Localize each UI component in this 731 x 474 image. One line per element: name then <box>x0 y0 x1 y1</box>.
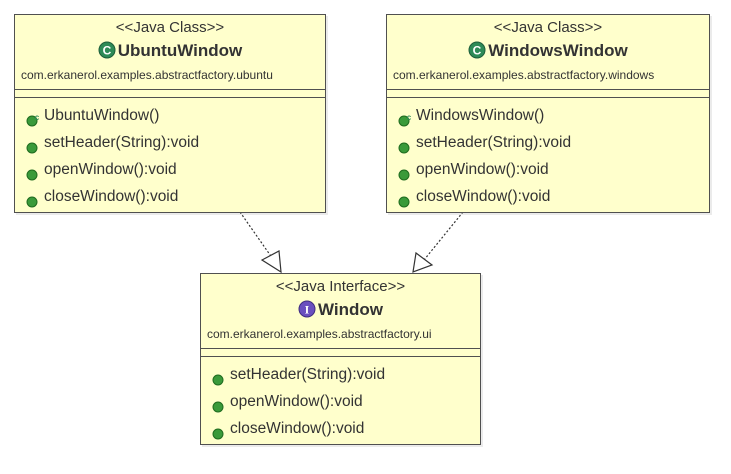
public-method-icon <box>212 368 226 395</box>
method-list: setHeader(String):void openWindow():void… <box>201 357 480 442</box>
method-label: openWindow():void <box>416 161 549 178</box>
dotted-line <box>239 211 276 263</box>
class-box-ubuntuwindow[interactable]: <<Java Class>> C UbuntuWindow com.erkane… <box>14 14 326 213</box>
stereotype-label: <<Java Interface>> <box>275 278 406 295</box>
constructor-icon: c <box>26 109 40 136</box>
interface-box-window[interactable]: <<Java Interface>> I Window com.erkanero… <box>200 273 481 445</box>
method-label: WindowsWindow() <box>416 107 545 124</box>
svg-text:C: C <box>473 44 482 58</box>
class-icon: C <box>98 41 116 64</box>
method-label: openWindow():void <box>44 161 177 178</box>
public-method-icon <box>398 163 412 190</box>
svg-text:c: c <box>35 113 40 122</box>
public-method-icon <box>398 136 412 163</box>
class-name-row: C UbuntuWindow <box>15 41 325 64</box>
realization-arrowhead <box>260 250 282 274</box>
method-label: closeWindow():void <box>416 188 551 205</box>
class-name: UbuntuWindow <box>117 41 243 60</box>
method-label: setHeader(String):void <box>44 134 200 151</box>
interface-icon: I <box>298 300 316 323</box>
class-name-row: C WindowsWindow <box>387 41 709 64</box>
svg-text:I: I <box>305 303 310 317</box>
method-item[interactable]: openWindow():void <box>15 156 325 183</box>
class-header: <<Java Class>> C WindowsWindow com.erkan… <box>387 15 709 90</box>
method-item[interactable]: closeWindow():void <box>201 415 480 442</box>
svg-text:C: C <box>102 44 111 58</box>
class-header: <<Java Class>> C UbuntuWindow com.erkane… <box>15 15 325 90</box>
interface-header: <<Java Interface>> I Window com.erkanero… <box>201 274 480 349</box>
method-label: openWindow():void <box>230 393 363 410</box>
stereotype-label: <<Java Class>> <box>493 19 603 36</box>
class-icon: C <box>468 41 486 64</box>
method-item[interactable]: openWindow():void <box>201 388 480 415</box>
method-item[interactable]: closeWindow():void <box>387 183 709 210</box>
realization-windows-to-window <box>412 211 464 273</box>
attributes-section <box>201 349 480 357</box>
constructor-icon: c <box>398 109 412 136</box>
method-list: c UbuntuWindow() setHeader(String):void … <box>15 98 325 210</box>
method-label: setHeader(String):void <box>230 366 386 383</box>
public-method-icon <box>212 422 226 449</box>
package-name: com.erkanerol.examples.abstractfactory.u… <box>207 327 432 341</box>
realization-arrowhead <box>412 251 434 273</box>
method-label: closeWindow():void <box>44 188 179 205</box>
public-method-icon <box>26 163 40 190</box>
method-list: c WindowsWindow() setHeader(String):void… <box>387 98 709 210</box>
class-box-windowswindow[interactable]: <<Java Class>> C WindowsWindow com.erkan… <box>386 14 710 213</box>
svg-text:c: c <box>407 113 412 122</box>
method-item[interactable]: setHeader(String):void <box>15 129 325 156</box>
method-label: UbuntuWindow() <box>44 107 160 124</box>
method-item[interactable]: setHeader(String):void <box>387 129 709 156</box>
method-label: closeWindow():void <box>230 420 365 437</box>
method-item[interactable]: openWindow():void <box>387 156 709 183</box>
dotted-line <box>423 211 464 261</box>
public-method-icon <box>398 190 412 217</box>
public-method-icon <box>26 136 40 163</box>
interface-name-row: I Window <box>201 300 480 323</box>
package-name: com.erkanerol.examples.abstractfactory.u… <box>21 68 273 82</box>
package-name: com.erkanerol.examples.abstractfactory.w… <box>393 68 655 82</box>
realization-ubuntu-to-window <box>239 211 282 274</box>
method-item[interactable]: c UbuntuWindow() <box>15 102 325 129</box>
public-method-icon <box>26 190 40 217</box>
method-item[interactable]: closeWindow():void <box>15 183 325 210</box>
stereotype-label: <<Java Class>> <box>115 19 225 36</box>
public-method-icon <box>212 395 226 422</box>
method-label: setHeader(String):void <box>416 134 572 151</box>
attributes-section <box>15 90 325 98</box>
method-item[interactable]: c WindowsWindow() <box>387 102 709 129</box>
method-item[interactable]: setHeader(String):void <box>201 361 480 388</box>
interface-name: Window <box>318 300 383 319</box>
class-name: WindowsWindow <box>488 41 628 60</box>
attributes-section <box>387 90 709 98</box>
